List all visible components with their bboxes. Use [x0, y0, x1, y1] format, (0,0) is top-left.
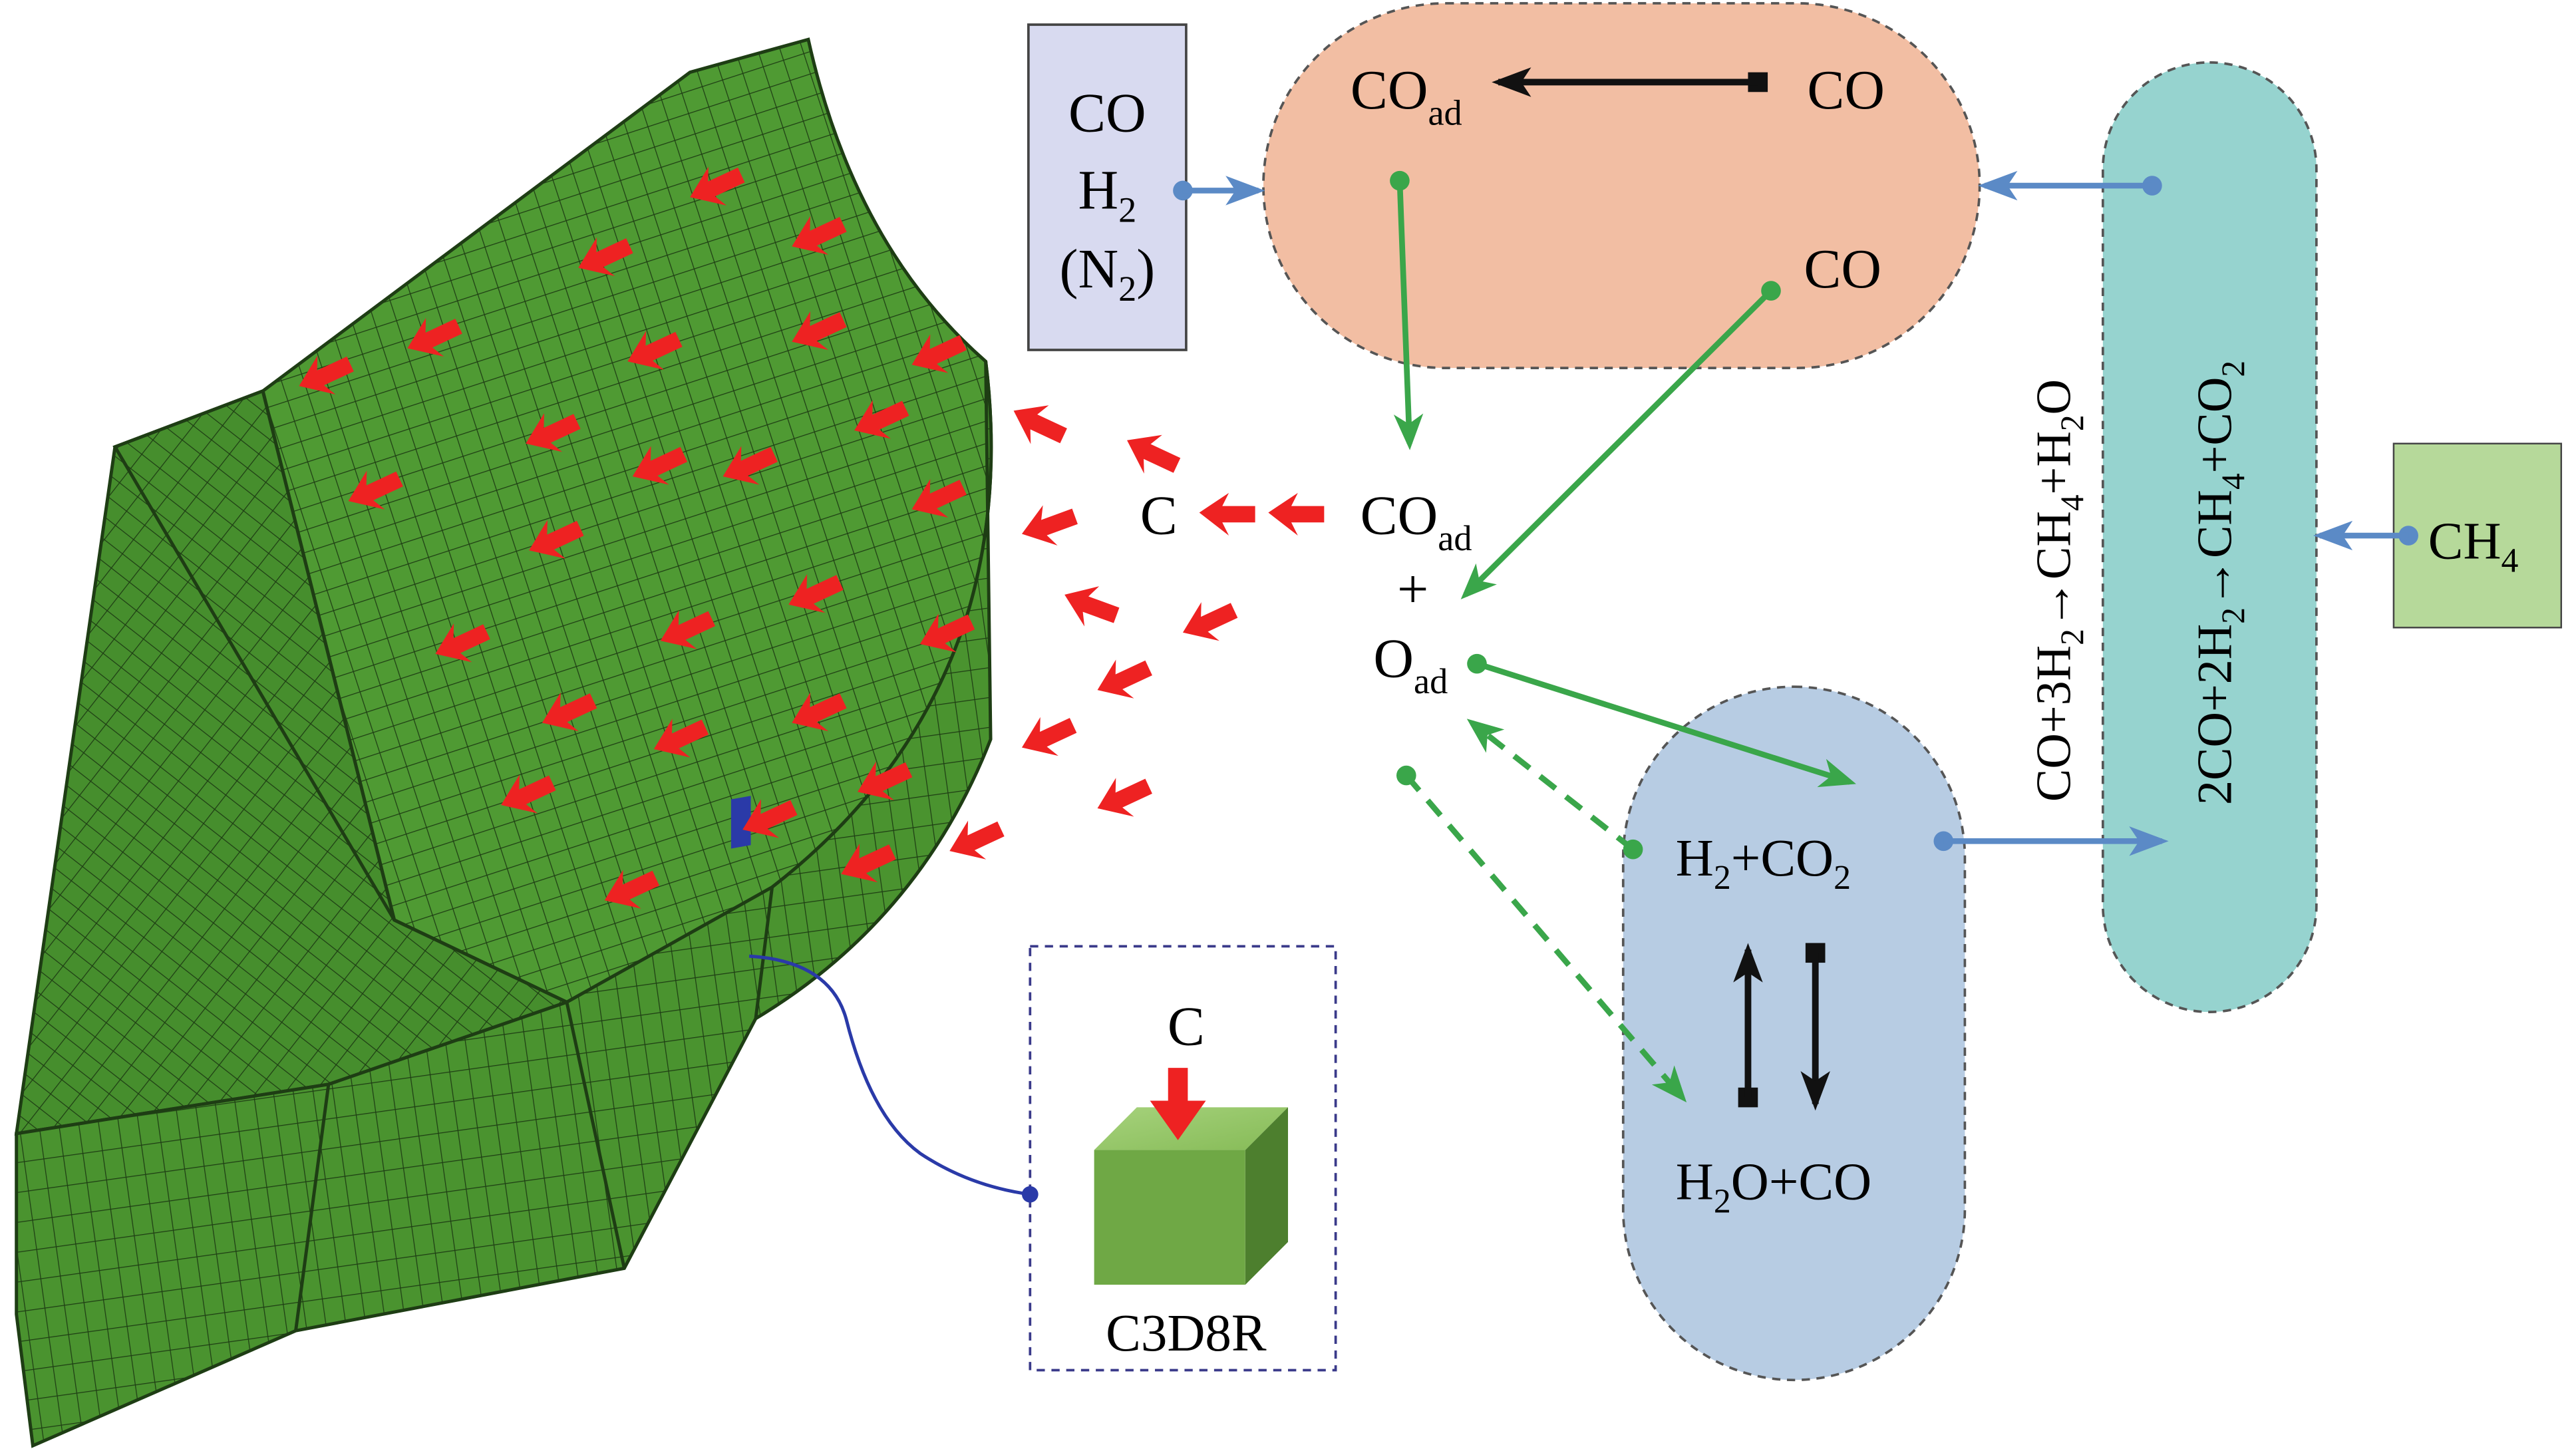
red-arrow	[632, 446, 688, 485]
red-arrow	[627, 331, 683, 370]
red-arrow	[1182, 602, 1238, 641]
red-arrow	[1064, 586, 1120, 627]
red-arrow	[604, 870, 660, 909]
red-arrow	[501, 774, 556, 814]
h2-co2-label: H2+CO2	[1676, 830, 1851, 897]
red-arrow	[348, 470, 403, 510]
meshed-part	[14, 37, 993, 1448]
red-arrow	[911, 334, 967, 373]
pressure-arrows-space	[949, 405, 1325, 860]
red-arrow	[792, 311, 847, 351]
black-arrows	[1492, 67, 1830, 1111]
h2o-co-label: H2O+CO	[1676, 1154, 1871, 1221]
co-adsorbed-label: CO	[1804, 238, 1881, 300]
red-arrow	[578, 237, 633, 277]
red-arrow	[529, 520, 584, 559]
co-adsorption-box	[1262, 2, 1981, 369]
carbon-label: C	[1140, 485, 1178, 547]
feed-co-label: CO	[1068, 82, 1146, 144]
red-arrow	[660, 610, 716, 649]
element-inset	[748, 945, 1337, 1372]
oad-to-water-arrow	[1404, 773, 1687, 1103]
ch4-box	[2392, 442, 2563, 629]
red-arrow	[1097, 778, 1152, 817]
red-arrow	[792, 692, 847, 732]
red-arrow	[1127, 434, 1181, 474]
red-arrow	[841, 844, 896, 883]
element-connector	[748, 954, 1031, 1196]
red-arrow	[653, 719, 709, 758]
red-arrow	[526, 413, 581, 452]
oad-label: Oad	[1373, 627, 1448, 701]
shift-to-oad-arrow	[1466, 719, 1635, 852]
selected-element	[730, 796, 751, 849]
red-arrow	[542, 692, 597, 732]
element-inset-frame	[1029, 945, 1337, 1372]
feed-h2-label: H2	[1078, 160, 1136, 230]
red-arrow	[911, 478, 967, 518]
plus-sign: +	[1397, 559, 1428, 621]
red-arrow	[1199, 492, 1255, 536]
oad-to-shift-arrow	[1476, 661, 1856, 788]
coad-middle-label: COad	[1361, 485, 1472, 559]
element-carbon-label: C	[1168, 996, 1205, 1058]
red-arrow	[788, 574, 844, 613]
feed-n2-label: (N2)	[1060, 238, 1156, 309]
red-arrow	[1268, 492, 1325, 536]
cube-side	[1245, 1107, 1289, 1285]
cube-top	[1094, 1107, 1289, 1150]
red-arrow	[1021, 505, 1078, 546]
red-arrow	[299, 355, 354, 395]
water-gas-shift-box	[1621, 685, 1967, 1382]
element-type-label: C3D8R	[1106, 1305, 1267, 1363]
red-arrow	[742, 799, 798, 838]
coad-label: COad	[1351, 59, 1462, 133]
reaction-2co-2h2: 2CO+2H2→CH4+CO2	[2187, 361, 2251, 805]
red-arrow	[854, 400, 909, 439]
pressure-arrows-surface	[299, 166, 975, 909]
red-arrow	[1021, 717, 1077, 756]
red-arrow	[435, 623, 490, 663]
coad-down-arrow	[1393, 180, 1424, 450]
element-pressure-arrow	[1150, 1068, 1206, 1140]
ch4-label: CH4	[2428, 513, 2519, 580]
red-arrow	[1013, 405, 1067, 444]
reaction-co-3h2: CO+3H2→CH4+H2O	[2026, 379, 2090, 802]
co-gas-label: CO	[1807, 59, 1885, 121]
red-arrow	[723, 446, 778, 485]
feed-gas-box	[1027, 23, 1188, 351]
red-arrow	[919, 613, 975, 653]
co-dissociation-arrow	[1460, 289, 1774, 599]
red-arrow	[1097, 659, 1152, 699]
blue-flow-arrows	[1173, 170, 2418, 856]
red-arrow	[858, 761, 913, 800]
green-arrows	[1390, 170, 1856, 1103]
red-arrow	[690, 166, 745, 206]
red-arrow	[792, 216, 847, 255]
cube-front	[1094, 1150, 1245, 1285]
red-arrow	[407, 317, 462, 357]
red-arrow	[949, 820, 1005, 860]
